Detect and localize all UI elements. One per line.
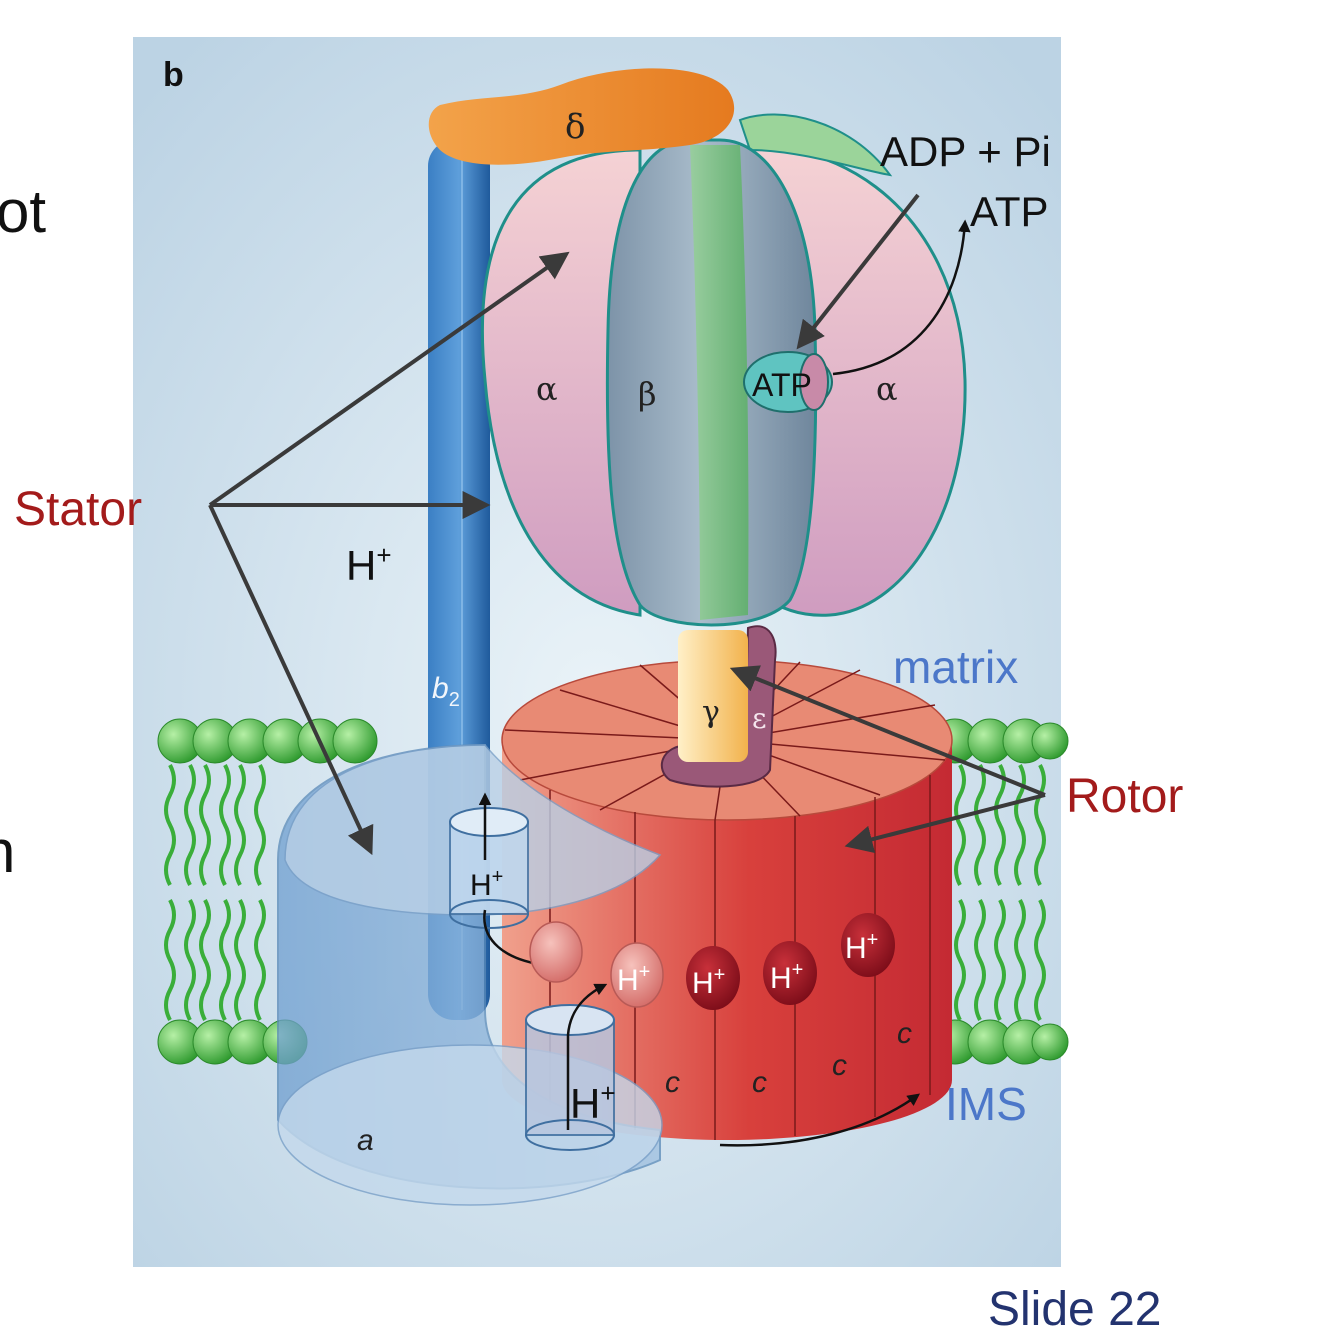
svg-text:H+: H+: [770, 959, 803, 995]
svg-text:H+: H+: [617, 961, 650, 997]
upper-half-channel: [449, 807, 529, 929]
proton-site-3: [763, 941, 817, 1005]
rotor-arrows: [729, 665, 1046, 853]
central-stalk-stripe: [690, 145, 749, 620]
b2-label: b2: [432, 672, 460, 711]
stator-label: Stator: [14, 483, 142, 536]
alpha-subunit-left: [480, 148, 642, 617]
adp-pi-label: ADP + Pi: [880, 128, 1051, 175]
epsilon-label: ε: [752, 702, 767, 735]
svg-text:H+: H+: [692, 964, 725, 1000]
delta-label: δ: [565, 107, 585, 147]
rotor-label: Rotor: [1066, 770, 1183, 823]
c-label-3: c: [832, 1049, 847, 1082]
delta-subunit: [428, 68, 735, 165]
proton-site-4: [841, 913, 895, 977]
stator-arrows: [208, 251, 570, 856]
atp-release-arrow: [832, 219, 971, 376]
gamma-subunit: [678, 630, 748, 762]
stator-h-label: H+: [346, 540, 392, 589]
ims-label: IMS: [945, 1078, 1027, 1130]
beta-label: β: [638, 375, 657, 413]
rotation-arrow: [719, 1093, 921, 1147]
alpha-left-label: α: [536, 370, 558, 408]
lipid-bilayer-left: [157, 718, 378, 1065]
gamma-label: γ: [702, 695, 720, 730]
c-label-1: c: [665, 1066, 680, 1099]
side-text-top: ot: [0, 178, 46, 245]
side-text-bottom: n: [0, 818, 15, 885]
atp-site-label: ATP: [752, 367, 812, 403]
proton-site-empty: [529, 921, 583, 983]
alpha-right-label: α: [876, 370, 898, 408]
c-label-4: c: [897, 1017, 912, 1050]
c-label-2: c: [752, 1066, 767, 1099]
atp-product-label: ATP: [970, 188, 1049, 235]
proton-site-2: [686, 946, 740, 1010]
slide-number: Slide 22: [988, 1283, 1161, 1334]
panel-label: b: [163, 56, 184, 94]
adp-arrow: [796, 193, 920, 350]
lipid-bilayer-right: [932, 718, 1069, 1065]
matrix-label: matrix: [893, 641, 1018, 693]
proton-site-1: [610, 942, 664, 1008]
upper-channel-h: H+: [470, 866, 503, 902]
alpha-cap-right: [738, 113, 893, 177]
svg-text:H+: H+: [845, 929, 878, 965]
lower-channel-h: H+: [570, 1078, 616, 1127]
a-subunit-label: a: [357, 1124, 374, 1157]
